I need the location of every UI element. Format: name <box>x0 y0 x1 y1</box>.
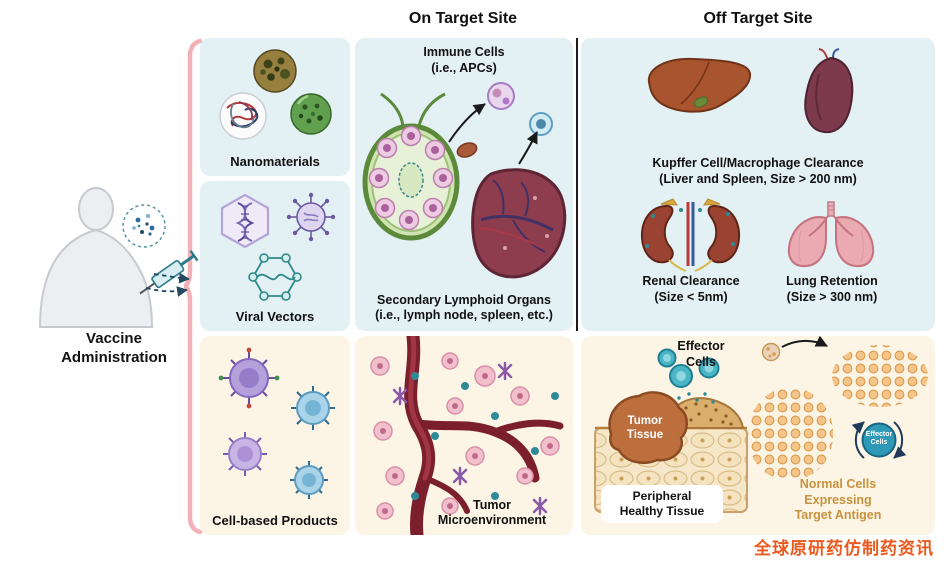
tumor-microenvironment-label: Tumor Microenvironment <box>437 497 547 528</box>
tumor-microenvironment-panel: Tumor Microenvironment <box>355 336 573 535</box>
viral-vectors-panel: Viral Vectors <box>200 181 350 331</box>
immune-cells-label: Immune Cells (i.e., APCs) <box>423 45 505 75</box>
liver-icon <box>647 57 752 113</box>
tumor-tissue-label: Tumor Tissue <box>626 415 664 442</box>
effector-badge-label: Effector Cells <box>865 431 893 447</box>
kupffer-clearance-label: Kupffer Cell/Macrophage Clearance (Liver… <box>652 156 864 186</box>
off-target-tissue-panel: Effector Cells Tumor Tissue Peripheral H… <box>581 336 935 535</box>
vaccine-figure-illustration <box>38 187 199 328</box>
migration-arrow <box>448 103 486 143</box>
spleen-organ-icon <box>804 48 854 134</box>
normal-cells-cluster <box>747 345 928 480</box>
normal-cells-label: Normal Cells Expressing Target Antigen <box>794 477 882 523</box>
renal-clearance-label: Renal Clearance (Size < 5nm) <box>642 274 740 304</box>
kidneys-icon <box>640 198 741 272</box>
lungs-icon <box>787 201 875 268</box>
nanoparticle-dots <box>411 372 559 500</box>
vaccine-administration-label: Vaccine Administration <box>61 330 167 366</box>
watermark-text: 全球原研药仿制药资讯 <box>754 539 934 558</box>
apc-cell-icon <box>487 82 515 110</box>
immune-cell-icon <box>529 112 553 136</box>
person-torso <box>38 228 154 328</box>
dendrimer-nanoparticle-icon <box>290 93 332 135</box>
car-t-cell-icon <box>218 347 280 409</box>
lipid-nanoparticle-icon <box>253 49 297 93</box>
viral-vectors-label: Viral Vectors <box>235 309 315 324</box>
nanomaterials-panel: Nanomaterials <box>200 38 350 176</box>
viral-vectors-illustration <box>220 192 336 301</box>
on-target-lymphoid-panel: Immune Cells (i.e., APCs) <box>355 38 573 331</box>
nanomaterials-illustration <box>219 49 332 140</box>
cell-based-products-label: Cell-based Products <box>212 513 338 528</box>
peripheral-tissue-label: Peripheral Healthy Tissue <box>601 485 723 523</box>
section-divider <box>576 38 578 331</box>
lymph-node-icon <box>362 92 460 241</box>
recognition-arrow <box>781 336 828 348</box>
delivery-arrow <box>153 272 190 284</box>
stromal-cells <box>392 361 548 516</box>
modalities-bracket <box>184 38 203 535</box>
tumor-microenvironment-illustration <box>370 336 564 535</box>
polymer-network-icon <box>248 253 302 301</box>
polymer-nanoparticle-icon <box>219 92 267 140</box>
migration-arrow <box>518 131 538 165</box>
lymphoid-organs-illustration <box>362 82 567 279</box>
tumor-cells <box>370 352 560 520</box>
effector-badge-circle <box>861 422 897 458</box>
effector-cell-icons <box>657 348 720 404</box>
vaccine-particles-circle-icon <box>122 204 166 248</box>
spleen-icon <box>471 168 567 279</box>
delivery-arrow <box>145 286 188 297</box>
attack-cycle-arrows <box>851 421 907 459</box>
on-target-header: On Target Site <box>408 10 518 27</box>
effector-cells-label: Effector Cells <box>677 339 725 369</box>
cell-based-products-panel: Cell-based Products <box>200 336 350 535</box>
off-target-header: Off Target Site <box>703 10 813 27</box>
nanomaterials-label: Nanomaterials <box>230 154 320 169</box>
cell-based-products-illustration <box>218 347 335 499</box>
lung-retention-label: Lung Retention (Size > 300 nm) <box>786 274 878 304</box>
virus-icon <box>286 192 336 242</box>
small-organ-icon <box>456 142 478 158</box>
dendritic-cell-icon <box>290 461 328 499</box>
person-head <box>78 187 114 231</box>
dna-capsid-icon <box>220 193 270 249</box>
nk-cell-icon <box>291 386 335 430</box>
lymphoid-organs-label: Secondary Lymphoid Organs (i.e., lymph n… <box>375 292 553 323</box>
antigen-cell-icon <box>761 342 781 362</box>
t-cell-icon <box>223 432 267 476</box>
tumor-tissue-blob <box>608 391 688 464</box>
off-target-clearance-panel: Kupffer Cell/Macrophage Clearance (Liver… <box>581 38 935 331</box>
